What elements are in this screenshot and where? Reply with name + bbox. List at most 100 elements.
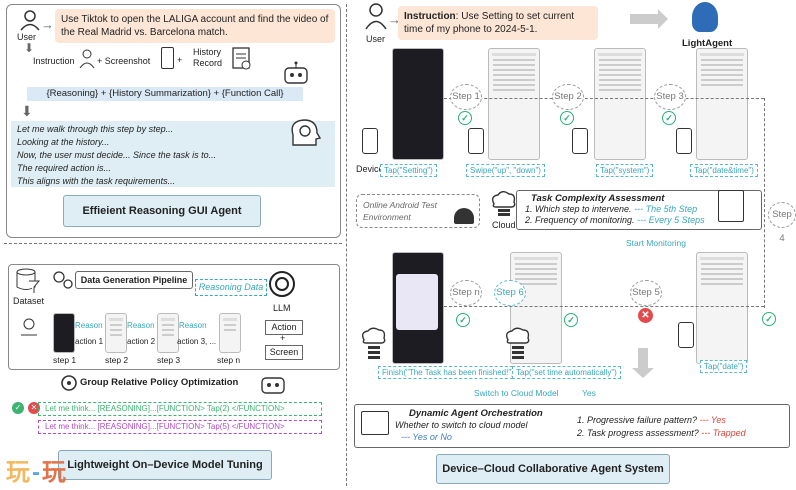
phone-screen-system	[696, 48, 748, 160]
orchestration-box: Dynamic Agent Orchestration Whether to s…	[354, 404, 790, 448]
phone-screen-settings	[488, 48, 540, 160]
llm-label: LLM	[273, 303, 291, 313]
instruction-box: Use Tiktok to open the LALIGA account an…	[55, 9, 335, 43]
user-label: User	[17, 32, 37, 42]
reasoning-data-box: Reasoning Data	[195, 279, 267, 296]
instruction-box: Instruction: Use Setting to set current …	[398, 6, 598, 40]
screen-box: Screen	[265, 345, 303, 360]
user-icon	[19, 9, 41, 36]
start-monitoring-label: Start Monitoring	[626, 238, 686, 248]
reasoning-text-box: Let me walk through this step by step...…	[11, 121, 335, 187]
step-label: step 3	[157, 355, 181, 365]
reasoning-line: This aligns with the task requirements..…	[17, 176, 176, 186]
reason-label: Reason	[75, 321, 103, 330]
cross-icon: ✕	[28, 402, 40, 414]
instruction-input-label: Instruction	[33, 56, 75, 66]
step-1-node: Step 1	[450, 84, 482, 110]
agent-label: LightAgent	[682, 38, 733, 49]
reasoning-panel: User → Use Tiktok to open the LALIGA acc…	[6, 4, 341, 238]
action-label: action 1	[75, 337, 104, 346]
yes-label: Yes	[582, 388, 596, 398]
phone-screen-datetime-auto	[510, 252, 562, 364]
panel-title: Device–Cloud Collaborative Agent System	[436, 454, 670, 484]
clipboard-icon	[231, 45, 253, 76]
action-tap-setting: Tap("Setting")	[380, 164, 437, 177]
llm-logo-icon	[267, 269, 297, 304]
step-2-node: Step 2	[552, 84, 584, 110]
device-icon	[676, 128, 692, 154]
assessment-q1: 1. Which step to intervene. --- The 5th …	[525, 204, 698, 214]
action-swipe: Swipe("up", "down")	[466, 164, 545, 177]
screenshot-thumb	[53, 313, 75, 353]
action-label: action 3, ...	[177, 337, 217, 346]
divider	[4, 243, 342, 244]
step-n-node: Step n	[450, 280, 482, 306]
logo-watermark: 玩-玩	[6, 459, 68, 486]
flow-line	[444, 306, 764, 307]
plus-sign: +	[280, 333, 286, 343]
instruction-prefix: Instruction	[404, 11, 456, 22]
screenshot-thumb	[105, 313, 127, 353]
phone-screen-home	[392, 48, 444, 160]
action-tap-datetime: Tap("date&time")	[690, 164, 758, 177]
step-6-node: Step 6	[494, 280, 526, 306]
device-icon	[468, 128, 484, 154]
arrow-down-icon: ⬇	[21, 103, 33, 119]
screenshot-input-label: + Screenshot	[97, 56, 151, 66]
data-pipeline-panel: Dataset Data Generation Pipeline Reasoni…	[8, 264, 340, 370]
device-icon	[362, 128, 378, 154]
check-icon: ✓	[458, 111, 472, 125]
assessment-box: Task Complexity Assessment 1. Which step…	[516, 190, 762, 230]
action-tap-auto: Tap("set time automatically")	[512, 366, 621, 379]
arrow-down-icon	[632, 368, 654, 378]
database-filter-icon	[15, 267, 41, 300]
output-format-bar: {Reasoning} + {History Summarization} + …	[27, 87, 303, 101]
check-icon: ✓	[12, 402, 24, 414]
step-label: step n	[217, 355, 241, 365]
grpo-title: Group Relative Policy Optimization	[80, 377, 239, 388]
light-agent-robot-icon	[692, 2, 718, 32]
screenshot-thumb	[157, 313, 179, 353]
grpo-panel: Group Relative Policy Optimization ✓ ✕ L…	[8, 372, 338, 434]
arrow-right-icon: →	[388, 12, 401, 27]
eye-monitor-icon	[361, 411, 389, 435]
think-green-line: Let me think... [REASONING]...[FUNCTION>…	[38, 402, 322, 416]
refresh-icon	[60, 374, 78, 397]
step-label: step 1	[53, 355, 77, 365]
robot-icon	[282, 61, 310, 92]
flow-line	[444, 98, 764, 99]
device-icon	[678, 322, 694, 348]
arrow-down-icon: ⬇	[24, 41, 35, 55]
think-purple-line: Let me think... [REASONING]...[FUNCTION>…	[38, 420, 322, 434]
screenshot-thumb	[219, 313, 241, 353]
reasoning-line: Looking at the history...	[17, 137, 110, 147]
orchestration-answer: --- Yes or No	[401, 432, 452, 442]
checklist-icon	[718, 190, 744, 222]
instruction-text: : Use Setting to set current time of my …	[404, 11, 575, 35]
arrow-right-icon: →	[41, 17, 54, 32]
divider	[346, 4, 347, 486]
plus-sign: +	[177, 55, 183, 65]
info-person-icon	[79, 49, 95, 74]
check-icon: ✓	[662, 111, 676, 125]
device-label: Device	[356, 164, 384, 174]
check-icon: ✓	[762, 312, 776, 326]
action-tap-system: Tap("system")	[596, 164, 654, 177]
step-5-node: Step 5	[630, 280, 662, 306]
dataset-label: Dataset	[13, 296, 45, 306]
check-icon: ✓	[456, 313, 470, 327]
cloud-server-icon	[358, 326, 390, 365]
panel-title: Lightweight On–Device Model Tuning	[58, 450, 272, 480]
point-2: 2. Task progress assessment? --- Trapped	[577, 428, 746, 438]
gear-flow-icon	[51, 269, 75, 296]
pipeline-box: Data Generation Pipeline	[75, 271, 193, 289]
assessment-title: Task Complexity Assessment	[531, 193, 665, 204]
fail-icon: ✕	[638, 308, 653, 323]
phone-screen-datetime	[696, 252, 748, 364]
user-icon	[364, 2, 388, 35]
action-box: Action	[265, 320, 303, 335]
map-pin-icon	[19, 317, 39, 342]
reasoning-line: The required action is...	[17, 163, 112, 173]
device-icon	[572, 128, 588, 154]
phone-icon	[161, 47, 174, 69]
